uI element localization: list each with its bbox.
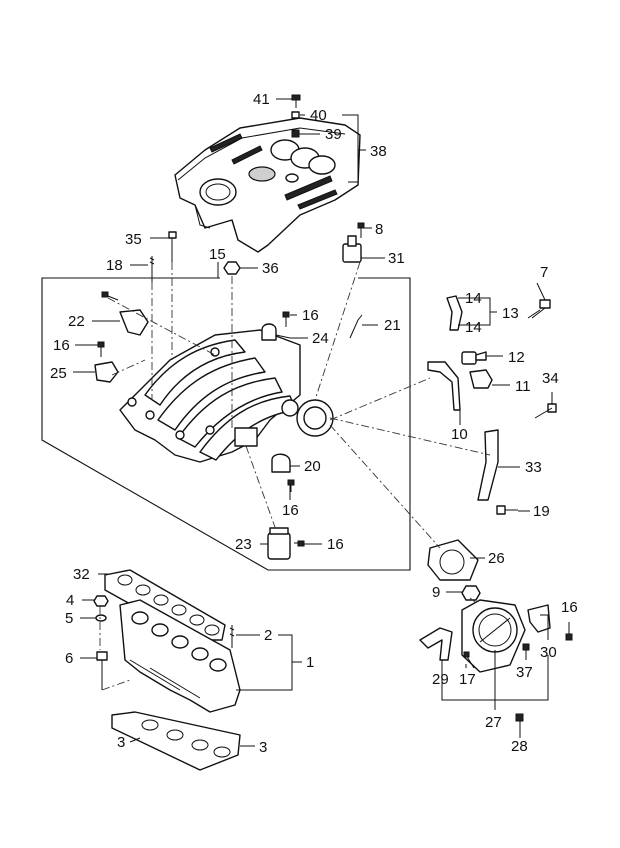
- bracket-29: [419, 627, 453, 661]
- callout-6: 6: [65, 650, 73, 667]
- callout-16e: 16: [561, 599, 578, 616]
- callout-1: 1: [306, 654, 314, 671]
- gasket-26: [427, 539, 479, 581]
- callout-9: 9: [432, 584, 440, 601]
- callout-41: 41: [253, 91, 270, 108]
- callout-20: 20: [304, 458, 321, 475]
- callout-12: 12: [508, 349, 525, 366]
- bolt-34: [534, 403, 557, 419]
- clamp-20: [271, 453, 291, 473]
- callout-16: 16: [302, 307, 319, 324]
- callout-4: 4: [66, 592, 74, 609]
- stud-18: [149, 256, 155, 282]
- callout-16b: 16: [53, 337, 70, 354]
- callout-5: 5: [65, 610, 73, 627]
- callout-8: 8: [375, 221, 383, 238]
- manifold-throttle-flange: [281, 399, 334, 437]
- solenoid-valve-12: [461, 351, 487, 365]
- intake-manifold-lower: [119, 599, 241, 713]
- stud-17: [463, 651, 475, 669]
- stud-2: [229, 625, 235, 648]
- assembly-relation-lines: [99, 261, 491, 691]
- bracket-13: [446, 295, 463, 331]
- bolt-16: [294, 540, 305, 547]
- callout-40: 40: [310, 107, 327, 124]
- screw-37: [522, 643, 530, 651]
- callout-18: 18: [106, 257, 123, 274]
- callout-23: 23: [235, 536, 252, 553]
- callout-37: 37: [516, 664, 533, 681]
- bracket-25: [94, 361, 119, 383]
- bolt-22-top: [101, 291, 119, 301]
- bracket-33: [477, 429, 499, 501]
- cover-bolt-41: [291, 94, 301, 108]
- callout-38: 38: [370, 143, 387, 160]
- engine-cover: [174, 117, 361, 253]
- bracket-10: [427, 361, 461, 411]
- callout-11: 11: [515, 378, 531, 395]
- callout-24: 24: [312, 330, 329, 347]
- cover-nut-39: [291, 129, 300, 138]
- callout-28: 28: [511, 738, 528, 755]
- callout-16c: 16: [282, 502, 299, 519]
- callout-10: 10: [451, 426, 468, 443]
- callout-14b: 14: [465, 319, 482, 336]
- sensor-23: [267, 527, 291, 560]
- cover-grommet-40: [291, 111, 300, 119]
- callout-14: 14: [465, 290, 482, 307]
- callout-31: 31: [388, 250, 405, 267]
- callout-22: 22: [68, 313, 85, 330]
- bolt-16: [287, 479, 295, 492]
- sensor-31: [342, 235, 362, 263]
- screw-8: [357, 222, 365, 238]
- callout-15: 15: [209, 246, 226, 263]
- throttle-body-27: [461, 599, 526, 673]
- callout-13: 13: [502, 305, 519, 322]
- callout-33: 33: [525, 459, 542, 476]
- callout-25: 25: [50, 365, 67, 382]
- vacuum-hose-21: [349, 314, 363, 339]
- callout-32: 32: [73, 566, 90, 583]
- callout-16d: 16: [327, 536, 344, 553]
- intake-manifold-upper: [119, 329, 301, 463]
- bracket-30: [527, 604, 551, 633]
- bolt-19: [496, 505, 518, 515]
- assembly-frame: [41, 277, 411, 571]
- gasket-32: [104, 569, 226, 641]
- callout-29: 29: [432, 671, 449, 688]
- callout-27: 27: [485, 714, 502, 731]
- hose-11: [469, 369, 493, 389]
- bolt-7: [527, 299, 551, 319]
- callout-19: 19: [533, 503, 550, 520]
- callout-3: 3: [117, 734, 125, 751]
- callout-39: 39: [325, 126, 342, 143]
- callout-30: 30: [540, 644, 557, 661]
- callout-21: 21: [384, 317, 401, 334]
- washer-5: [95, 614, 107, 622]
- callout-2: 2: [264, 627, 272, 644]
- leader-lines: [73, 98, 570, 747]
- callout-35: 35: [125, 231, 142, 248]
- callout-3b: 3: [259, 739, 267, 756]
- bolt-6: [96, 651, 108, 690]
- callout-34: 34: [542, 370, 559, 387]
- screw-28: [515, 713, 524, 722]
- callout-labels: 41 40 39 38 8 31 35 15 36 18 7 14 13 14 …: [50, 91, 578, 756]
- callout-17: 17: [459, 671, 476, 688]
- callout-36: 36: [262, 260, 279, 277]
- bolt-16: [97, 341, 105, 357]
- callout-7: 7: [540, 264, 548, 281]
- bolt-35: [168, 231, 177, 262]
- screw-16: [565, 633, 573, 641]
- clamp-24: [261, 323, 277, 341]
- nut-4: [93, 595, 109, 607]
- nut-9: [461, 585, 481, 601]
- nut-36: [223, 261, 241, 275]
- bracket-22: [119, 309, 149, 336]
- gasket-3: [111, 711, 241, 771]
- bolt-16: [282, 311, 290, 327]
- callout-26: 26: [488, 550, 505, 567]
